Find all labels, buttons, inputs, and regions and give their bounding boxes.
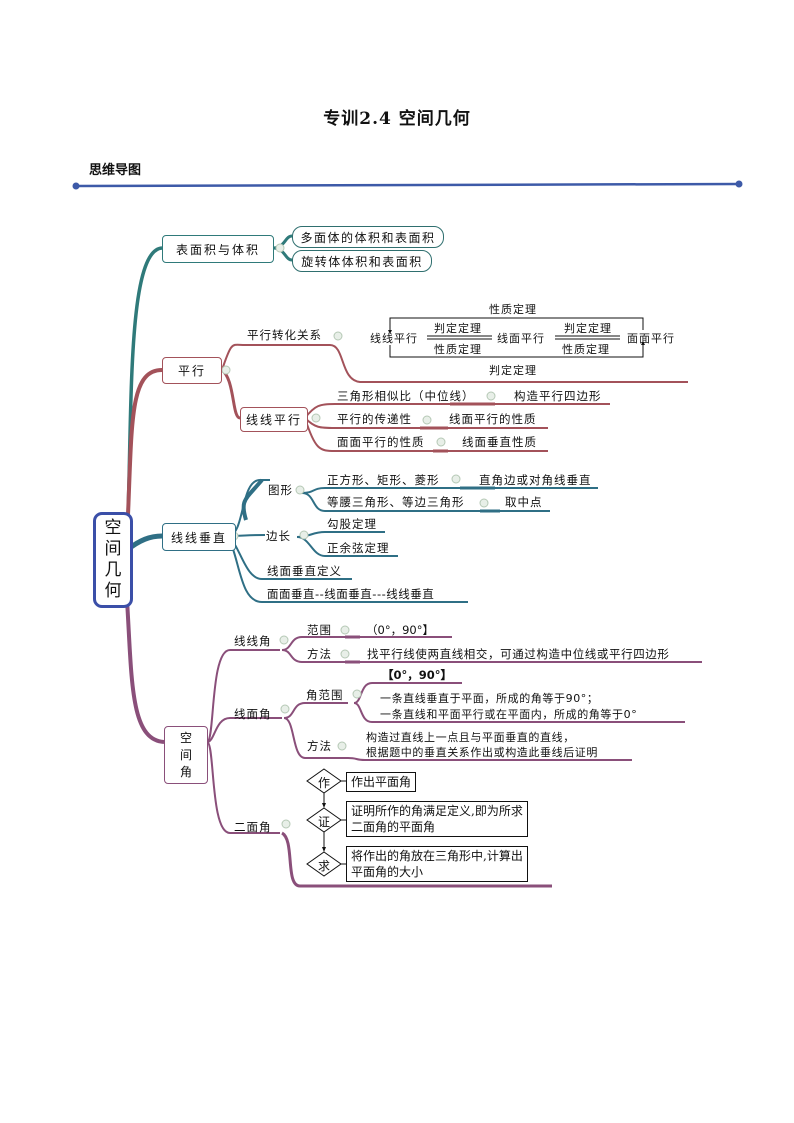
root-char: 何 xyxy=(104,581,122,601)
collapse-knob[interactable] xyxy=(281,819,291,829)
edge-root-surface xyxy=(126,246,163,516)
step-box: 证明所作的角满足定义,即为所求 二面角的平面角 xyxy=(346,801,528,837)
collapse-knob[interactable] xyxy=(280,704,290,714)
node-line-plane-angle[interactable]: 线面角 xyxy=(234,707,272,721)
node-line-line-parallel[interactable]: 线线平行 xyxy=(240,407,308,432)
collapse-knob[interactable] xyxy=(295,485,305,495)
step-box: 作出平面角 xyxy=(346,772,417,792)
item-to[interactable]: 直角边或对角线垂直 xyxy=(479,473,592,487)
divider-dot-right xyxy=(735,180,743,188)
divider-dot-left xyxy=(72,182,80,190)
root-char: 几 xyxy=(104,560,122,580)
item-to[interactable]: 取中点 xyxy=(505,495,543,509)
value-range[interactable]: （0°，90°】 xyxy=(366,623,434,637)
step-box: 将作出的角放在三角形中,计算出 平面角的大小 xyxy=(346,846,528,882)
node-surface-volume[interactable]: 表面积与体积 xyxy=(162,235,274,263)
item[interactable]: 线面垂直定义 xyxy=(267,564,342,578)
diagram-arrow2-top: 判定定理 xyxy=(564,322,612,335)
step-text: 将作出的角放在三角形中,计算出 xyxy=(351,849,523,863)
step-text: 作出平面角 xyxy=(351,775,412,789)
collapse-knob[interactable] xyxy=(221,365,231,375)
step-text: 平面角的大小 xyxy=(351,865,424,879)
node-space-angle[interactable]: 空 间 角 xyxy=(164,726,208,784)
step-key: 作 xyxy=(317,776,330,790)
item-from[interactable]: 面面平行的性质 xyxy=(337,435,425,449)
step-key: 求 xyxy=(317,859,330,873)
item[interactable]: 勾股定理 xyxy=(327,517,377,531)
diagram-arrow1-top: 判定定理 xyxy=(434,322,482,335)
edge-root-angle xyxy=(125,599,165,744)
collapse-knob[interactable] xyxy=(299,530,309,540)
node-dihedral-angle[interactable]: 二面角 xyxy=(234,820,272,834)
header-divider xyxy=(75,182,740,188)
item-from[interactable]: 等腰三角形、等边三角形 xyxy=(327,495,465,509)
node-parallel-transform[interactable]: 平行转化关系 xyxy=(247,328,322,342)
collapse-knob[interactable] xyxy=(333,331,343,341)
step-key: 证 xyxy=(317,815,330,829)
node-line-line-perp[interactable]: 线线垂直 xyxy=(162,523,236,551)
collapse-knob[interactable] xyxy=(275,243,285,253)
item-from[interactable]: 正方形、矩形、菱形 xyxy=(327,473,440,487)
edge-root-parallel xyxy=(126,368,163,516)
section-label: 思维导图 xyxy=(89,163,142,178)
collapse-knob[interactable] xyxy=(337,741,347,751)
range-note: 一条直线和平面平行或在平面内，所成的角等于0° xyxy=(380,708,638,721)
diamond-step-qiu xyxy=(306,851,342,877)
collapse-knob[interactable] xyxy=(311,413,321,423)
item[interactable]: 面面垂直--线面垂直---线线垂直 xyxy=(267,587,435,601)
item-to[interactable]: 线面平行的性质 xyxy=(449,412,537,426)
item[interactable]: 正余弦定理 xyxy=(327,541,390,555)
diagram-arrow1-bottom: 性质定理 xyxy=(434,343,482,356)
method-line: 构造过直线上一点且与平面垂直的直线， xyxy=(366,731,575,744)
label-method[interactable]: 方法 xyxy=(307,739,332,753)
node-char: 间 xyxy=(179,747,192,762)
root-node[interactable]: 空 间 几 何 xyxy=(93,512,133,608)
label-angle-range[interactable]: 角范围 xyxy=(306,688,344,702)
collapse-knob[interactable] xyxy=(352,689,362,699)
item-from[interactable]: 平行的传递性 xyxy=(337,412,412,426)
diagram-node-line-line: 线线平行 xyxy=(370,332,418,345)
node-char: 空 xyxy=(179,730,192,745)
node-shape[interactable]: 图形 xyxy=(268,483,293,497)
diagram-node-plane-plane: 面面平行 xyxy=(627,332,675,345)
page-title: 专训2.4 空间几何 xyxy=(323,109,471,129)
root-char: 空 xyxy=(104,518,122,538)
method-line: 根据题中的垂直关系作出或构造此垂线后证明 xyxy=(366,746,598,759)
range-note: 一条直线垂直于平面，所成的角等于90°； xyxy=(380,692,599,705)
diagram-bottom-label: 判定定理 xyxy=(489,364,537,377)
node-char: 角 xyxy=(179,764,192,779)
diagram-arrow2-bottom: 性质定理 xyxy=(562,343,610,356)
item-to[interactable]: 线面垂直性质 xyxy=(462,435,537,449)
diagram-top-label: 性质定理 xyxy=(489,303,537,316)
node-parallel[interactable]: 平行 xyxy=(162,357,222,384)
diagram-node-line-plane: 线面平行 xyxy=(497,332,545,345)
label-method[interactable]: 方法 xyxy=(307,647,332,661)
root-char: 间 xyxy=(104,539,122,559)
value-method[interactable]: 找平行线使两直线相交，可通过构造中位线或平行四边形 xyxy=(367,647,670,661)
node-polyhedron[interactable]: 多面体的体积和表面积 xyxy=(292,226,444,248)
item-from[interactable]: 三角形相似比（中位线） xyxy=(337,389,475,403)
value-angle-range[interactable]: 【0°，90°】 xyxy=(382,668,453,682)
step-text: 证明所作的角满足定义,即为所求 xyxy=(351,804,523,818)
label-range[interactable]: 范围 xyxy=(307,623,332,637)
node-side[interactable]: 边长 xyxy=(266,529,291,543)
collapse-knob[interactable] xyxy=(279,635,289,645)
item-to[interactable]: 构造平行四边形 xyxy=(514,389,602,403)
node-rotation-body[interactable]: 旋转体体积和表面积 xyxy=(292,250,432,272)
node-line-line-angle[interactable]: 线线角 xyxy=(234,634,272,648)
step-text: 二面角的平面角 xyxy=(351,820,436,834)
